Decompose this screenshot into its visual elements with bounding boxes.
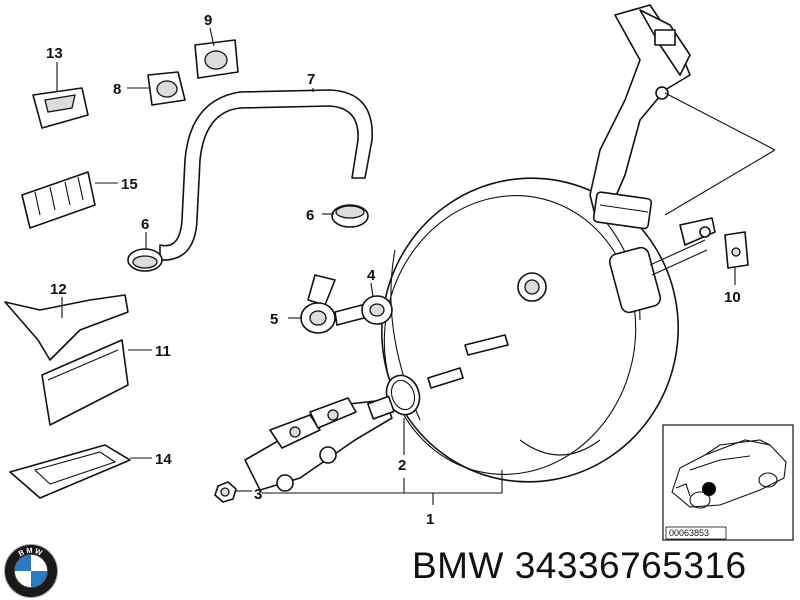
clip-nut-10 [724, 231, 749, 269]
callout-5: 5 [270, 311, 278, 328]
master-cylinder [244, 395, 395, 492]
car-outline-icon [671, 439, 787, 509]
bracket-12 [4, 294, 129, 361]
callout-1: 1 [426, 511, 434, 528]
brake-pedal [589, 4, 776, 246]
bmw-logo: BMW [4, 544, 58, 598]
callout-10: 10 [724, 289, 741, 306]
logo-lettering: BMW [17, 546, 45, 558]
brake-booster [381, 177, 708, 483]
cover-11 [41, 339, 129, 426]
hose-clamp-lower [127, 248, 163, 272]
filter-14 [9, 444, 131, 499]
part-caption: BMW 34336765316 [412, 545, 747, 587]
part-number: 34336765316 [514, 545, 747, 586]
clip-13 [32, 87, 89, 129]
callout-7: 7 [307, 71, 315, 88]
callout-12: 12 [50, 281, 67, 298]
car-locator-inset: 00063853 [662, 424, 794, 541]
callout-6-upper: 6 [306, 207, 314, 224]
callout-2: 2 [398, 457, 406, 474]
callout-14: 14 [155, 451, 172, 468]
callout-11: 11 [155, 343, 171, 360]
cable-holder [21, 171, 96, 229]
check-valve [300, 274, 365, 334]
callout-8: 8 [113, 81, 121, 98]
callout-6-lower: 6 [141, 216, 149, 233]
hex-nut [214, 481, 237, 503]
callout-13: 13 [46, 45, 63, 62]
vacuum-hose [159, 89, 373, 261]
clip-9 [194, 39, 239, 79]
callout-9: 9 [204, 12, 212, 29]
inset-reference-number: 00063853 [669, 528, 709, 538]
callout-15: 15 [121, 176, 138, 193]
callout-4: 4 [367, 267, 376, 284]
location-marker-icon [702, 482, 716, 496]
grommet [361, 295, 393, 325]
leader-lines [56, 27, 736, 505]
callouts: 1 2 3 4 5 6 6 7 8 9 10 11 12 13 14 15 [46, 12, 741, 528]
brand-name: BMW [412, 545, 504, 586]
hose-clamp-upper [331, 204, 369, 228]
clip-8 [147, 71, 186, 106]
callout-3: 3 [254, 486, 262, 503]
